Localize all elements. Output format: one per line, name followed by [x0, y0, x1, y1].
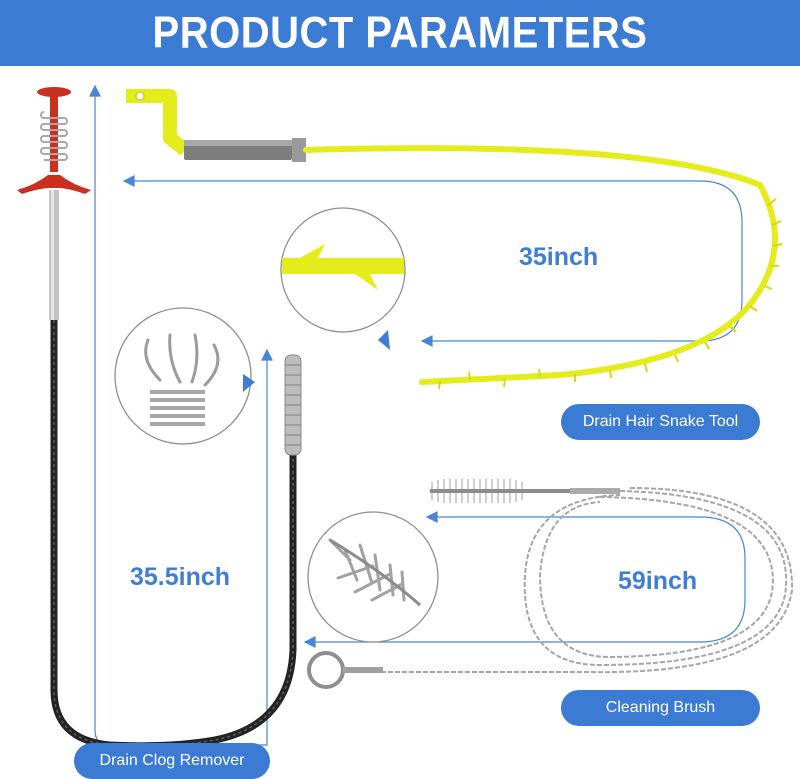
snake-dimension-line — [122, 175, 743, 347]
remover-length-label: 35.5inch — [130, 563, 231, 591]
snake-barb-zoom — [280, 207, 406, 350]
brush-dimension-line — [303, 511, 746, 648]
snake-tool-label: Drain Hair Snake Tool — [561, 404, 760, 440]
clog-remover-label: Drain Clog Remover — [74, 743, 270, 779]
cleaning-brush-label: Cleaning Brush — [561, 690, 760, 726]
hair-snake-tool — [126, 89, 783, 390]
brush-length-label: 59inch — [618, 567, 698, 595]
snake-length-label: 35inch — [519, 243, 599, 271]
claw-zoom — [114, 307, 255, 445]
product-illustration — [17, 84, 794, 750]
cleaning-brush — [307, 479, 794, 689]
header-banner: PRODUCT PARAMETERS — [0, 0, 800, 66]
bristle-zoom — [307, 511, 439, 643]
page-title: PRODUCT PARAMETERS — [152, 7, 648, 58]
